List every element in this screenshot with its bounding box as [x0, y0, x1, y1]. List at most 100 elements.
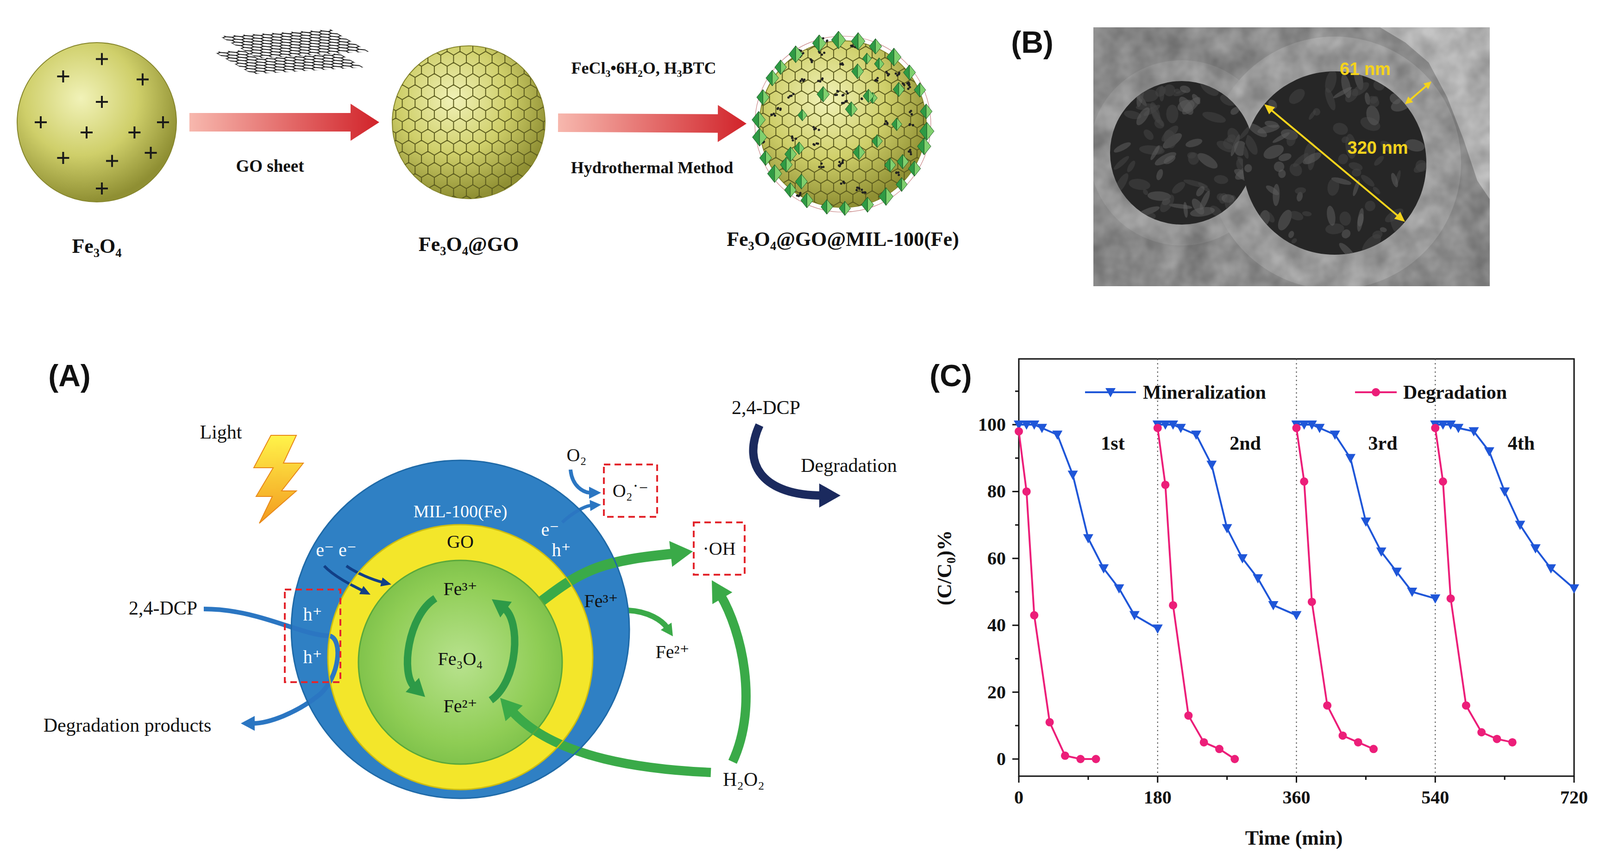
radical-label: O₂˙⁻: [612, 480, 649, 502]
tem-texture: [1287, 209, 1305, 223]
positive-charge-symbol: [136, 73, 149, 86]
electron-arrow-head: [380, 577, 392, 587]
cycle-label: 4th: [1507, 432, 1535, 455]
mof-octahedron: [767, 164, 775, 183]
tem-texture: [1301, 210, 1312, 217]
linker-dot: [897, 173, 900, 176]
mof-octahedron: [765, 69, 773, 86]
mof-octahedron: [774, 59, 781, 75]
mof-octahedron: [926, 122, 935, 141]
degradation-marker: [1299, 477, 1309, 486]
tem-texture: [1112, 140, 1132, 155]
mof-octahedron: [919, 122, 928, 141]
positive-charge-symbol: [156, 116, 170, 129]
mof-octahedron: [857, 63, 864, 80]
linker-dot: [841, 94, 844, 97]
scale-bar-line: [1270, 109, 1400, 217]
scale-bar-label: 61 nm: [1339, 59, 1391, 80]
linker-dot: [791, 139, 795, 142]
mil-shell: MIL-100(Fe)GOFe³⁺Fe₃O₄Fe²⁺: [291, 460, 630, 799]
mof-octahedron: [891, 117, 897, 131]
degradation-marker: [1091, 754, 1101, 764]
linker-dot: [857, 186, 860, 189]
hydroxyl-radical-box: ·OH: [692, 521, 746, 576]
linker-dot: [797, 194, 800, 198]
mineralization-line: [1018, 424, 1158, 629]
layer-label: GO: [446, 531, 474, 553]
iron-reduction-arrow: [627, 610, 668, 628]
linker-dot: [876, 79, 879, 82]
tem-texture: [1301, 150, 1324, 167]
product-label: Degradation: [800, 454, 898, 477]
x-tick: [1156, 776, 1159, 783]
mof-octahedron: [869, 38, 876, 55]
degradation-marker: [1199, 738, 1209, 747]
mineralization-marker: [1530, 544, 1541, 554]
go-layer: GOFe³⁺Fe₃O₄Fe²⁺: [327, 524, 593, 790]
positive-charge-symbol: [128, 126, 141, 139]
particle-label: Fe₃O₄: [71, 234, 122, 259]
dashed-outline: [603, 464, 658, 517]
tem-texture: [1139, 88, 1159, 103]
axis-tick-label: 540: [1421, 786, 1450, 809]
mof-octahedron: [853, 144, 860, 160]
mof-octahedron: [914, 82, 921, 98]
degradation-line: [1157, 427, 1236, 760]
tem-texture: [1371, 77, 1387, 93]
tem-particle: [1242, 71, 1427, 255]
mof-octahedron: [780, 59, 787, 75]
mof-octahedron: [885, 187, 893, 206]
redox-cycle-arrow-head: [405, 677, 426, 697]
mineralization-marker: [1098, 564, 1109, 574]
mineralization-marker: [1499, 487, 1510, 497]
linker-dot: [908, 86, 911, 89]
peroxide-arrow: [512, 710, 711, 773]
mineralization-line: [1296, 424, 1436, 599]
mof-octahedron: [774, 164, 782, 183]
axis-tick-label: 0: [996, 748, 1006, 770]
mineralization-marker: [1514, 520, 1525, 531]
panel-letter: (A): [48, 358, 91, 394]
tem-texture: [1371, 229, 1384, 241]
tem-texture: [1170, 179, 1188, 196]
product-label: Degradation products: [43, 714, 212, 737]
nanoparticle-sphere: Fe₃O₄@GO: [392, 45, 546, 199]
mof-octahedron: [898, 82, 905, 97]
peroxide-arrow-head: [711, 580, 733, 604]
tem-texture: [1355, 207, 1366, 233]
hexagon-lattice: [219, 29, 370, 59]
degradation-marker: [1369, 744, 1378, 753]
mineralization-marker: [1360, 517, 1371, 527]
tem-texture: [1125, 159, 1137, 174]
ion-label: Fe²⁺: [443, 695, 477, 717]
tem-texture: [1195, 150, 1221, 172]
dashed-outline: [284, 589, 341, 683]
degradation-marker: [1323, 701, 1332, 710]
mof-octahedron: [839, 201, 845, 216]
linker-dot: [894, 72, 898, 75]
mof-octahedron: [877, 134, 883, 148]
degradation-arrow-head: [819, 483, 841, 508]
degradation-line: [1296, 427, 1375, 749]
mineralization-line: [1157, 424, 1297, 616]
linker-dot: [909, 150, 912, 154]
mof-octahedron: [919, 82, 926, 98]
graphene-oxide-sheet: [211, 26, 390, 63]
mof-octahedron: [759, 150, 766, 166]
tem-texture: [1290, 237, 1298, 245]
mineralization-line: [1435, 424, 1575, 589]
tem-texture: [1382, 206, 1406, 226]
mof-octahedron: [759, 128, 767, 147]
mof-octahedron: [861, 197, 868, 213]
mineralization-marker: [1191, 430, 1202, 440]
electron-arrow: [346, 565, 383, 583]
tem-texture: [1365, 93, 1382, 110]
linker-dot: [772, 112, 775, 115]
linker-dot: [840, 62, 843, 66]
mof-octahedron: [903, 64, 910, 81]
axis-tick-label: 20: [987, 681, 1006, 703]
linker-dot: [790, 136, 794, 139]
degradation-marker: [1168, 601, 1178, 610]
degradation-marker: [1354, 738, 1363, 747]
degradation-line: [1018, 431, 1097, 760]
